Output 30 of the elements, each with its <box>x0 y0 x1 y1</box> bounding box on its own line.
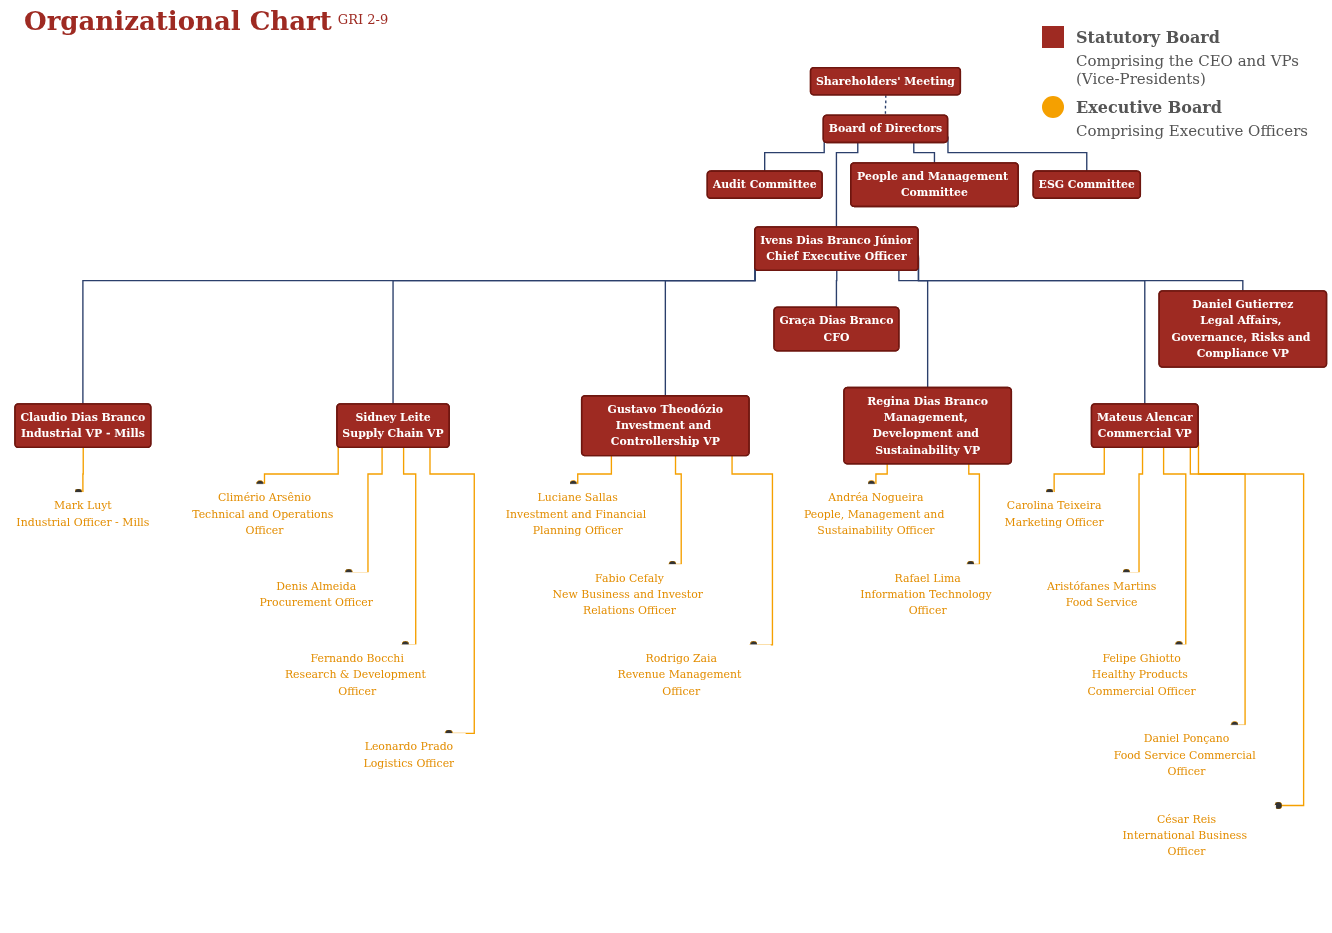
connector <box>913 142 936 164</box>
node-text: Felipe Ghiotto Healthy Products Commercial Officer <box>1087 651 1196 698</box>
legend-description: Comprising Executive Officers <box>1076 122 1310 140</box>
connector <box>898 270 929 389</box>
connector <box>78 447 87 494</box>
connector <box>871 463 888 485</box>
connector <box>835 142 859 228</box>
node-text: Fernando Bocchi Research & Development Officer <box>284 651 426 698</box>
node-text: Daniel Ponçano Food Service Commercial Officer <box>1113 731 1256 778</box>
node-text: Leonardo Prado Logistics Officer <box>363 740 455 770</box>
node-text: Fabio Cefaly New Business and Investor Relations Officer <box>552 571 704 617</box>
node-text: Rafael Lima Information Technology Officer <box>860 571 992 617</box>
connector <box>884 94 887 117</box>
chart-title: Organizational Chart <box>24 6 332 36</box>
connector <box>731 455 774 649</box>
node-text: César Reis International Business Officer <box>1122 812 1248 858</box>
legend-label: Statutory Board <box>1076 27 1220 47</box>
connector <box>835 270 838 309</box>
node-text: Carolina Teixeira Marketing Officer <box>1004 499 1104 529</box>
node-text: Rodrigo Zaia Revenue Management Officer <box>617 651 742 698</box>
legend-description: Comprising the CEO and VPs (Vice-Presidents) <box>1076 52 1300 88</box>
node-text: Andréa Nogueira People, Management and Sustainability Officer <box>804 491 945 537</box>
connector <box>764 140 825 173</box>
node-text: Luciane Sallas Investment and Financial Planning Officer <box>505 491 647 537</box>
connector <box>573 455 613 485</box>
node-text: Climério Arsênio Technical and Operations Officer <box>192 491 334 537</box>
node-text: Mark Luyt Industrial Officer - Mills <box>16 499 150 529</box>
node-text: Aristófanes Martins Food Service <box>1046 579 1157 609</box>
legend-label: Executive Board <box>1076 97 1222 117</box>
reference-note: GRI 2-9 <box>337 11 389 27</box>
